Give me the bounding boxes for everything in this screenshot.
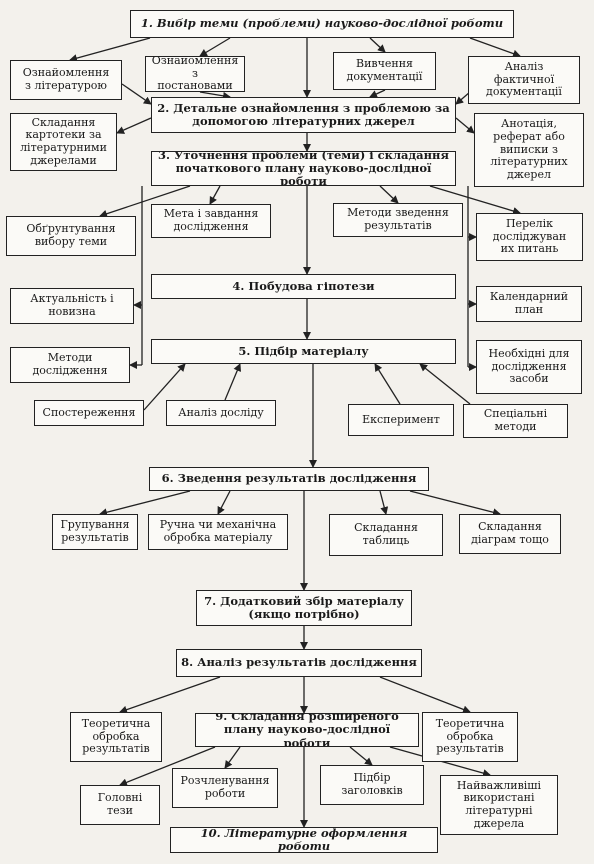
connector-arrow — [143, 363, 186, 411]
connector-arrow — [121, 83, 152, 105]
node-result-methods: Методи зведення результатів — [333, 203, 463, 237]
step-5-box: 5. Підбір матеріалу — [151, 339, 456, 364]
connector-arrow — [99, 185, 191, 218]
node-topic-justification: Обґрунтування вибору теми — [6, 216, 136, 256]
connector-arrow — [469, 37, 521, 58]
node-familiarization-literature: Ознайомлення з літературою — [10, 60, 122, 100]
connector-arrow — [209, 185, 221, 205]
node-aim-tasks: Мета і завдання дослідження — [151, 204, 271, 238]
node-calendar-plan: Календарний план — [476, 286, 582, 322]
node-research-means: Необхідні для дослідження засоби — [476, 340, 582, 394]
connector-arrow — [369, 37, 386, 53]
node-relevance-novelty: Актуальність і новизна — [10, 288, 134, 324]
connector-arrow — [374, 363, 401, 405]
connector-arrow — [455, 91, 471, 105]
connector-arrow — [119, 676, 221, 714]
node-work-division: Розчленування роботи — [172, 768, 278, 808]
node-manual-processing: Ручна чи механічна обробка матеріалу — [148, 514, 288, 550]
connector-arrow — [99, 490, 191, 517]
connector-arrow — [217, 490, 231, 515]
connector-arrow — [224, 363, 241, 401]
node-research-methods: Методи дослідження — [10, 347, 130, 383]
node-tables: Складання таблиць — [329, 514, 443, 556]
step-6-box: 6. Зведення результатів дослідження — [149, 467, 429, 491]
connector-arrow — [69, 37, 151, 63]
connector-arrow — [429, 185, 521, 215]
node-card-index: Складання картотеки за літературними дже… — [10, 113, 117, 171]
node-annotation-abstract: Анотація, реферат або виписки з літерату… — [474, 113, 584, 187]
connector-arrow — [379, 490, 389, 515]
step-3-box: 3. Уточнення проблеми (теми) і складання… — [151, 151, 456, 186]
connector-arrow — [409, 490, 501, 517]
step-7-box: 7. Додатковий збір матеріалу (якщо потрі… — [196, 590, 412, 626]
step-4-box: 4. Побудова гіпотези — [151, 274, 456, 299]
node-question-list: Перелік досліджуван их питань — [476, 213, 583, 261]
node-factual-documentation: Аналіз фактичної документації — [468, 56, 580, 104]
node-grouping-results: Групування результатів — [52, 514, 138, 550]
connector-arrow — [349, 746, 373, 766]
node-familiarization-resolutions: Ознайомлення з постановами — [145, 56, 245, 92]
node-observation: Спостереження — [34, 400, 144, 426]
node-theoretical-processing-right: Теоретична обробка результатів — [422, 712, 518, 762]
node-special-methods: Спеціальні методи — [463, 404, 568, 438]
connector-arrow — [116, 117, 152, 134]
node-key-sources: Найважливіші використані літературні дже… — [440, 775, 558, 835]
step-2-box: 2. Детальне ознайомлення з проблемою за … — [151, 97, 456, 133]
connector-arrow — [199, 91, 231, 100]
node-experiment: Експеримент — [348, 404, 454, 436]
node-documentation-study: Вивчення документації — [333, 52, 436, 90]
node-experience-analysis: Аналіз досліду — [166, 400, 276, 426]
connector-arrow — [119, 746, 216, 787]
connector-arrow — [419, 363, 471, 405]
connector-arrow — [379, 185, 399, 204]
connector-arrow — [455, 117, 475, 134]
node-theoretical-processing-left: Теоретична обробка результатів — [70, 712, 162, 762]
node-diagrams: Складання діаграм тощо — [459, 514, 561, 554]
node-headings: Підбір заголовків — [320, 765, 424, 805]
step-1-box: 1. Вибір теми (проблеми) науково-дослідн… — [130, 10, 514, 38]
connector-arrow — [224, 746, 241, 769]
step-10-box: 10. Літературне оформлення роботи — [170, 827, 438, 853]
step-8-box: 8. Аналіз результатів дослідження — [176, 649, 422, 677]
connector-arrow — [379, 676, 471, 714]
connector-arrow — [369, 89, 386, 98]
connector-arrow — [199, 37, 231, 57]
node-main-theses: Головні тези — [80, 785, 160, 825]
step-9-box: 9. Складання розширеного плану науково-д… — [195, 713, 419, 747]
